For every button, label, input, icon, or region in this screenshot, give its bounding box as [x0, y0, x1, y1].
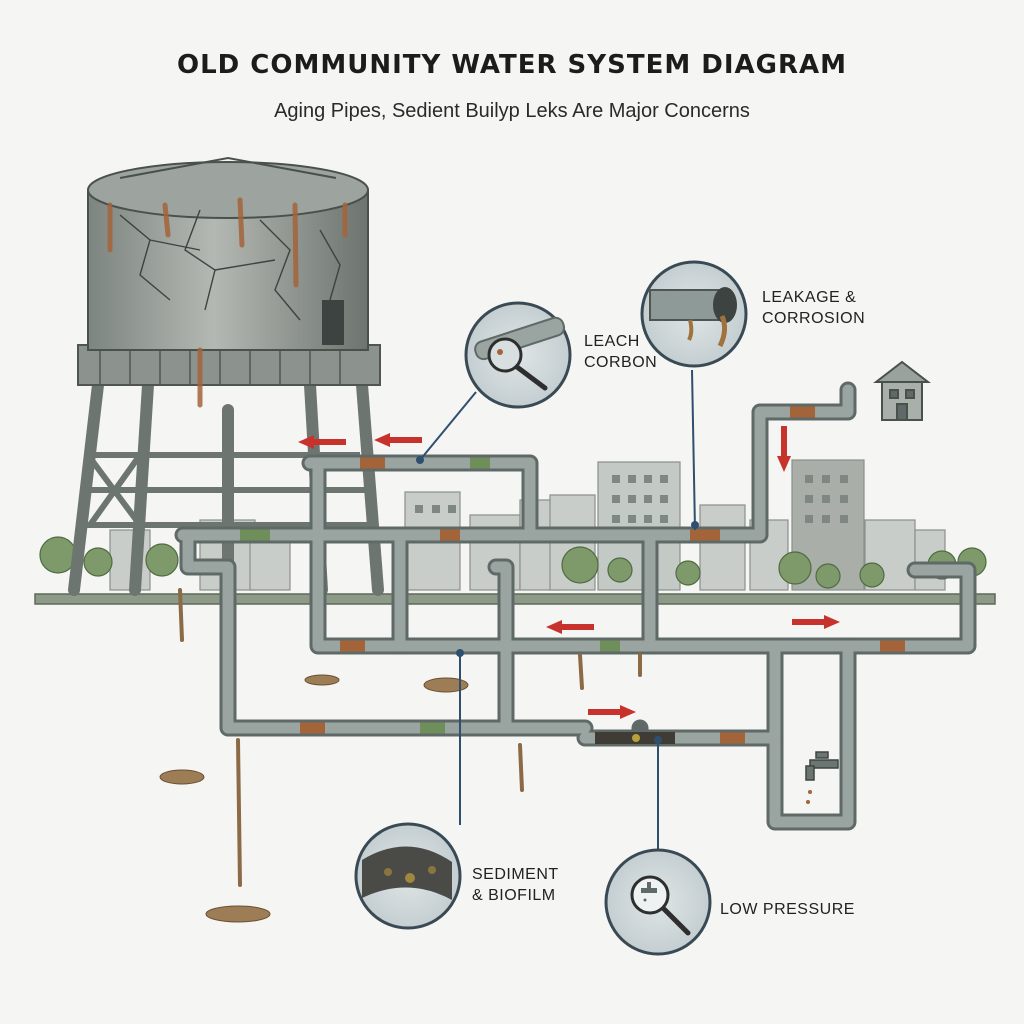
page-title: OLD COMMUNITY WATER SYSTEM DIAGRAM: [176, 50, 847, 80]
sediment-label-line1: SEDIMENT: [472, 866, 559, 883]
leak-drips: [178, 588, 642, 887]
page-subtitle: Aging Pipes, Sedient Builyp Leks Are Maj…: [274, 100, 750, 122]
callout-dots: [416, 456, 699, 744]
house-icon: [873, 360, 931, 421]
leakage-callout-label: LEAKAGE & CORROSION: [762, 287, 865, 329]
leakage-label-line2: CORROSION: [762, 310, 866, 327]
leakage-label-line1: LEAKAGE &: [762, 289, 857, 306]
magnifier-icon: [487, 337, 523, 373]
leach-label-line1: LEACH: [584, 333, 640, 350]
leakage-callout-bubble: [640, 260, 748, 368]
sediment-callout-label: SEDIMENT & BIOFILM: [472, 864, 559, 906]
pressure-callout-label: LOW PRESSURE: [720, 899, 855, 920]
sediment-label-line2: & BIOFILM: [472, 887, 556, 904]
water-tower: [68, 156, 384, 596]
ground-line: [34, 593, 996, 605]
faucet-icon: [805, 751, 839, 804]
puddles: [159, 674, 469, 923]
leach-callout-bubble: [464, 301, 572, 409]
trees: [39, 536, 987, 589]
pipe-network: [174, 381, 977, 831]
pressure-callout-bubble: [604, 848, 712, 956]
pressure-label-line1: LOW PRESSURE: [720, 901, 855, 918]
building-windows: [415, 475, 848, 523]
leach-label-line2: CORBON: [584, 354, 658, 371]
flow-arrows: [298, 426, 840, 719]
pressure-magnifier-icon: [630, 875, 670, 915]
sediment-callout-bubble: [354, 822, 462, 930]
callout-lines: [419, 369, 696, 852]
leach-callout-label: LEACH CORBON: [584, 331, 657, 373]
